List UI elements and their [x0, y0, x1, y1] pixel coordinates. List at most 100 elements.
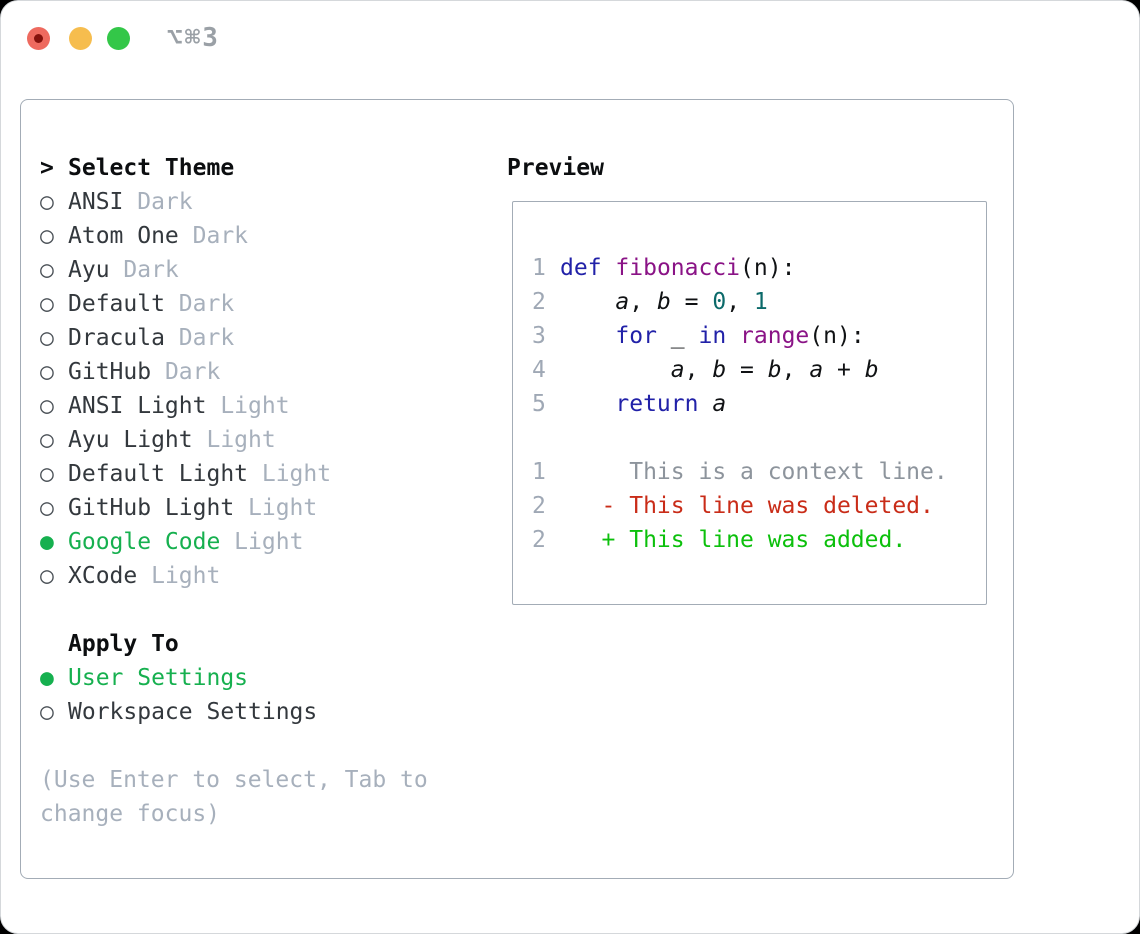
code-line: 4 a, b = b, a + b	[532, 353, 986, 387]
line-number: 3	[532, 323, 546, 349]
theme-variant-label: Dark	[164, 325, 235, 351]
code-line	[532, 421, 986, 455]
apply-option-user-settings[interactable]: ● User Settings	[40, 661, 472, 695]
theme-option-default-light[interactable]: ○ Default Light Light	[40, 457, 472, 491]
theme-option-label: Ayu	[68, 257, 110, 283]
theme-variant-label: Dark	[178, 223, 249, 249]
code-token-var: a	[809, 357, 824, 383]
theme-option-label: XCode	[68, 563, 138, 589]
code-line: 3 for _ in range(n):	[532, 319, 986, 353]
apply-option-label: Workspace Settings	[68, 699, 318, 725]
code-token-pln: (n):	[809, 323, 865, 349]
focus-caret-icon: >	[40, 155, 54, 181]
code-token-pln	[726, 323, 740, 349]
radio-icon: ○	[40, 291, 54, 317]
radio-icon: ○	[40, 189, 54, 215]
radio-icon: ○	[40, 427, 54, 453]
code-token-kwd: in	[698, 323, 727, 349]
minimize-button[interactable]	[69, 27, 92, 50]
hint-text: (Use Enter to select, Tab to change focu…	[40, 767, 428, 827]
code-token-var: b	[767, 357, 782, 383]
line-number: 2	[532, 493, 546, 519]
theme-variant-label: Dark	[164, 291, 235, 317]
code-token-pln	[560, 289, 615, 315]
code-token-typ: fibonacci	[615, 255, 741, 281]
code-token-var: b	[712, 357, 727, 383]
code-line: 2 a, b = 0, 1	[532, 285, 986, 319]
code-token-pln	[698, 391, 712, 417]
code-token-pln	[560, 357, 671, 383]
theme-option-label: ANSI	[68, 189, 124, 215]
theme-variant-label: Dark	[151, 359, 221, 385]
radio-icon: ●	[40, 665, 54, 691]
theme-variant-label: Light	[192, 427, 276, 453]
window-shortcut-label: ⌥⌘3	[167, 23, 220, 53]
theme-option-ayu-light[interactable]: ○Ayu Light Light	[40, 423, 472, 457]
code-token-pln	[560, 323, 615, 349]
code-line: 2 + This line was added.	[532, 523, 986, 557]
window-titlebar: ⌥⌘3	[1, 1, 1139, 76]
radio-icon: ○	[40, 495, 54, 521]
theme-option-ansi[interactable]: ○ ANSI Dark	[40, 185, 472, 219]
theme-variant-label: Light	[248, 461, 332, 487]
code-token-var: a	[712, 391, 727, 417]
theme-option-google-code[interactable]: ●Google Code Light	[40, 525, 472, 559]
theme-option-github[interactable]: ○ GitHub Dark	[40, 355, 472, 389]
select-theme-title: Select Theme	[68, 155, 235, 181]
theme-option-label: Default	[68, 291, 165, 317]
radio-icon: ○	[40, 257, 54, 283]
theme-option-label: ANSI Light	[68, 393, 207, 419]
radio-icon: ○	[40, 325, 54, 351]
code-token-typ: range	[740, 323, 810, 349]
apply-option-workspace-settings[interactable]: ○ Workspace Settings	[40, 695, 472, 729]
code-line: 5 return a	[532, 387, 986, 421]
theme-option-atom-one[interactable]: ○ Atom One Dark	[40, 219, 472, 253]
theme-option-default[interactable]: ○ Default Dark	[40, 287, 472, 321]
unsaved-dot-icon	[34, 34, 43, 43]
apply-to-label: Apply To	[68, 631, 179, 657]
line-number: 1	[532, 459, 546, 485]
theme-option-label: GitHub	[68, 359, 152, 385]
code-token-pln: =	[670, 289, 713, 315]
radio-icon: ○	[40, 359, 54, 385]
theme-option-label: Atom One	[68, 223, 179, 249]
apply-option-label: User Settings	[68, 665, 249, 691]
code-token-pln: ,	[726, 289, 754, 315]
theme-variant-label: Light	[206, 393, 290, 419]
code-token-ctx: This is a context line.	[560, 459, 948, 485]
radio-icon: ●	[40, 529, 54, 555]
theme-option-label: Dracula	[68, 325, 165, 351]
code-token-kwd: def	[560, 255, 602, 281]
radio-icon: ○	[40, 461, 54, 487]
apply-to-header: Apply To	[40, 627, 472, 661]
theme-list: ○ ANSI Dark ○ Atom One Dark ○ Ayu Dark ○ Defaul…	[40, 185, 472, 593]
code-token-var: a	[615, 289, 630, 315]
theme-variant-label: Light	[137, 563, 221, 589]
theme-variant-label: Dark	[123, 189, 193, 215]
preview-title: Preview	[507, 155, 604, 181]
theme-option-dracula[interactable]: ○ Dracula Dark	[40, 321, 472, 355]
code-token-lit: 1	[753, 289, 768, 315]
code-token-kwd: for	[615, 323, 657, 349]
line-number: 2	[532, 289, 546, 315]
code-token-pln: +	[823, 357, 865, 383]
code-token-pln: =	[726, 357, 768, 383]
radio-icon: ○	[40, 563, 54, 589]
zoom-button[interactable]	[107, 27, 130, 50]
close-button[interactable]	[27, 27, 50, 50]
code-line: 1 This is a context line.	[532, 455, 986, 489]
radio-icon: ○	[40, 223, 54, 249]
code-token-lit: 0	[712, 289, 727, 315]
theme-option-github-light[interactable]: ○GitHub Light Light	[40, 491, 472, 525]
line-number: 2	[532, 527, 546, 553]
radio-icon: ○	[40, 699, 54, 725]
theme-option-label: Default Light	[68, 461, 249, 487]
theme-variant-label: Dark	[109, 257, 179, 283]
theme-variant-label: Light	[234, 495, 318, 521]
theme-option-ansi-light[interactable]: ○ANSI Light Light	[40, 389, 472, 423]
line-number: 1	[532, 255, 546, 281]
theme-option-ayu[interactable]: ○ Ayu Dark	[40, 253, 472, 287]
code-token-del: - This line was deleted.	[560, 493, 934, 519]
theme-option-xcode[interactable]: ○ XCode Light	[40, 559, 472, 593]
